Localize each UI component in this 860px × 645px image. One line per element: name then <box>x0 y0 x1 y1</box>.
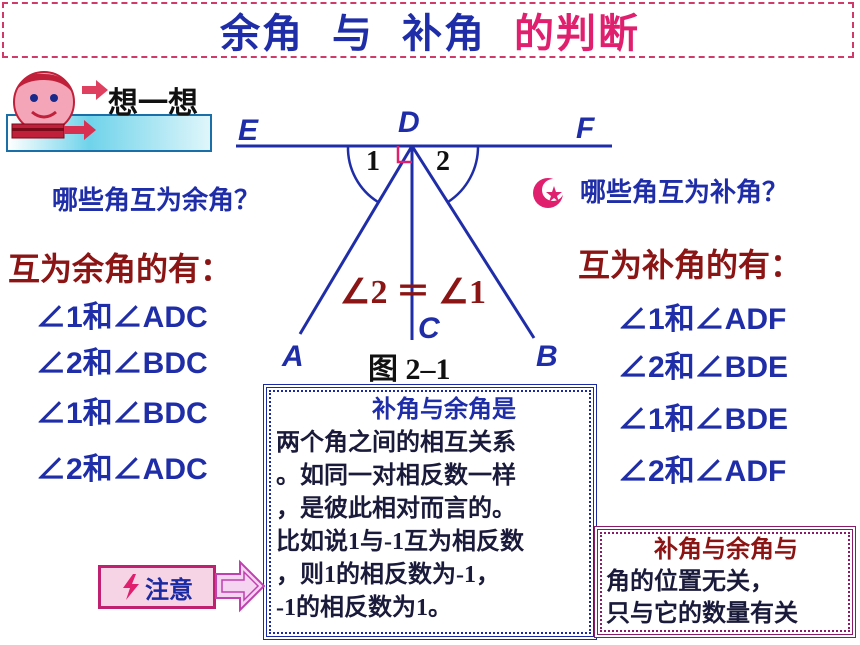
title-part-judgement: 的判断 <box>514 11 640 57</box>
note-box <box>263 384 597 640</box>
moon-icon <box>15 182 30 212</box>
note-line: 补角与余角是 <box>276 397 516 423</box>
complementary-item-2: ∠2和∠BDC <box>36 347 208 380</box>
arrow-right-icon <box>215 559 266 613</box>
title-part-and: 与 <box>332 11 374 57</box>
complementary-question: 哪些角互为余角？ <box>52 186 261 216</box>
note-text: 补角与余角是 两个角之间的相互关系 。如同一对相反数一样 ，是彼此相对而言的。 … <box>276 394 588 625</box>
angle-2-label: 2 <box>436 146 450 177</box>
point-f: F <box>576 112 595 145</box>
title-part-complementary: 余角 <box>220 11 304 57</box>
note2-line: 角的位置无关， <box>606 569 774 595</box>
note-line: ，则1的相反数为-1， <box>276 562 500 588</box>
point-c: C <box>418 312 440 345</box>
note-line: 比如说1与-1互为相反数 <box>276 529 524 555</box>
attention-label: 注意 <box>145 575 193 604</box>
complementary-heading: 互为余角的有： <box>8 250 233 288</box>
supplementary-item-2: ∠2和∠BDE <box>618 351 789 384</box>
title-part-supplementary: 补角 <box>402 11 486 57</box>
complementary-item-1: ∠1和∠ADC <box>36 301 208 334</box>
point-b: B <box>536 340 558 373</box>
page-title: 余角 与 补角 的判断 <box>0 0 860 60</box>
smiley-icon <box>11 71 108 140</box>
lightning-icon <box>123 574 139 600</box>
point-a: A <box>282 340 304 373</box>
note-line: -1的相反数为1。 <box>276 595 452 621</box>
note2-text: 补角与余角与 角的位置无关， 只与它的数量有关 <box>606 534 850 630</box>
attention-button[interactable]: 注意 <box>98 565 216 609</box>
point-e: E <box>238 114 259 147</box>
note2-line: 只与它的数量有关 <box>606 601 798 627</box>
note-line: ，是彼此相对而言的。 <box>276 496 516 522</box>
angle-arc-1 <box>346 145 379 204</box>
ray-db <box>410 145 536 339</box>
point-d: D <box>398 106 420 139</box>
think-label: 想一想 <box>108 86 198 121</box>
supplementary-item-1: ∠1和∠ADF <box>618 303 787 336</box>
note2-line: 补角与余角与 <box>606 537 798 563</box>
complementary-item-3: ∠1和∠BDC <box>36 397 208 430</box>
figure-caption: 图 2–1 <box>368 353 451 386</box>
ray-da <box>298 145 414 335</box>
note-line: 两个角之间的相互关系 <box>276 430 516 456</box>
moon-star-icon <box>533 178 564 208</box>
supplementary-item-4: ∠2和∠ADF <box>618 455 787 488</box>
angle-equation: ∠2 ＝ ∠1 <box>340 274 486 311</box>
supplementary-item-3: ∠1和∠BDE <box>618 403 789 436</box>
angle-1-label: 1 <box>366 146 380 177</box>
note2-box <box>594 526 856 638</box>
note-line: 。如同一对相反数一样 <box>276 463 516 489</box>
angle-arc-2 <box>447 145 480 204</box>
supplementary-heading: 互为补角的有： <box>578 246 803 284</box>
title-frame <box>2 2 854 58</box>
complementary-item-4: ∠2和∠ADC <box>36 453 208 486</box>
supplementary-question: 哪些角互为补角？ <box>580 178 789 208</box>
right-angle-mark <box>396 146 412 164</box>
